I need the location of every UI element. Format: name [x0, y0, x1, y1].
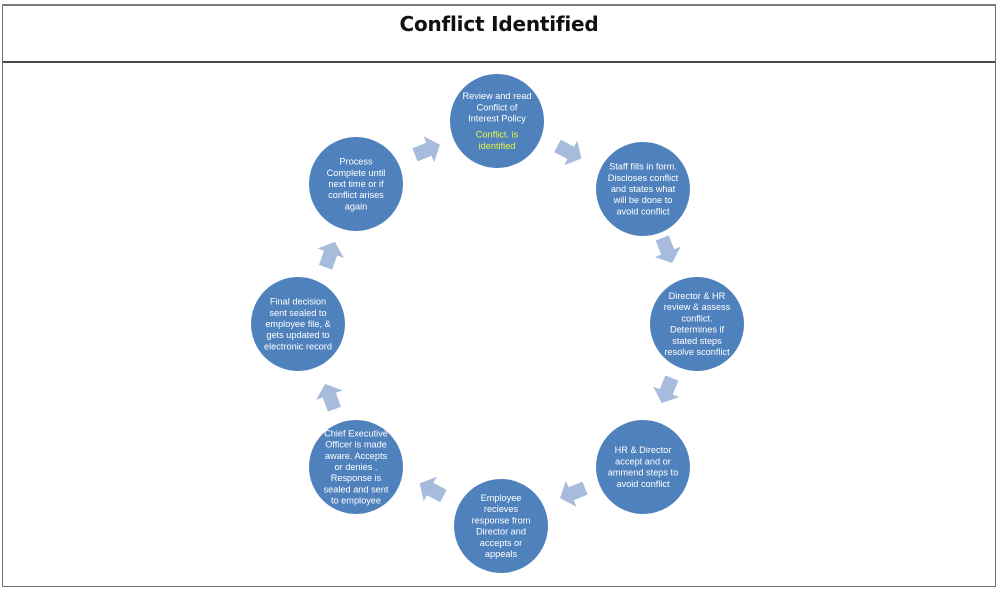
node-text-line: Determines if	[670, 325, 725, 335]
node-highlight-text: identified	[479, 141, 516, 151]
page-frame: Conflict Identified	[2, 4, 996, 587]
node-circle	[251, 277, 345, 371]
page-title: Conflict Identified	[399, 12, 599, 36]
node-text-line: HR & Director	[615, 445, 672, 455]
node-circle	[309, 137, 403, 231]
node-text-line: avoid conflict	[616, 206, 670, 216]
node-text-line: Process	[339, 157, 373, 167]
node-text-line: next time or if	[328, 179, 384, 189]
node-text-line: electronic record	[264, 341, 332, 351]
arrows-layer	[316, 136, 681, 507]
node-text-line: Conflict of	[477, 102, 518, 112]
node-text-line: Final decision	[270, 297, 326, 307]
node-text-line: Staff fills in form.	[609, 162, 677, 172]
node-text-line: recieves	[484, 504, 519, 514]
node-circle	[309, 420, 403, 514]
cycle-node-staff-fills-form: Staff fills in form.Discloses conflictan…	[596, 142, 690, 236]
node-text-line: again	[345, 201, 367, 211]
node-text-line: employee file, &	[265, 319, 330, 329]
cycle-arrow-icon	[412, 136, 440, 163]
node-text-line: conflict.	[681, 313, 712, 323]
cycle-arrow-icon	[317, 241, 344, 270]
node-circle	[450, 74, 544, 168]
node-text-line: Interest Policy	[468, 114, 526, 124]
node-text-line: response from	[472, 515, 531, 525]
title-row: Conflict Identified	[3, 6, 995, 63]
node-text-line: Director & HR	[669, 291, 726, 301]
node-text-line: Employee	[481, 493, 522, 503]
node-text-line: aware. Accepts	[325, 451, 388, 461]
node-circle	[650, 277, 744, 371]
cycle-arrow-icon	[419, 476, 447, 503]
cycle-arrow-icon	[554, 139, 582, 166]
node-text-line: conflict arises	[328, 190, 384, 200]
cycle-arrow-icon	[560, 480, 588, 507]
cycle-arrow-icon	[653, 375, 680, 403]
node-text-line: ammend steps to	[608, 468, 678, 478]
node-text-line: stated steps	[672, 336, 722, 346]
node-text-line: Response is	[331, 473, 382, 483]
node-text-line: accepts or	[480, 538, 522, 548]
node-text-line: or denies .	[335, 462, 378, 472]
cycle-arrow-icon	[654, 235, 681, 263]
node-text-line: to employee	[331, 496, 381, 506]
node-text-line: Discloses conflict	[608, 173, 679, 183]
node-text-line: Director and	[476, 527, 526, 537]
node-circle	[596, 142, 690, 236]
node-text-line: accept and or	[615, 456, 671, 466]
node-text-line: Complete until	[327, 168, 386, 178]
node-text-line: Officer is made	[325, 440, 387, 450]
node-text-line: Review and read	[463, 91, 532, 101]
node-text-line: will be done to	[613, 195, 673, 205]
node-text-line: Chief Executive	[324, 428, 388, 438]
node-text-line: and states what	[611, 184, 676, 194]
node-text-line: avoid conflict	[616, 479, 670, 489]
node-text-line: review & assess	[664, 302, 731, 312]
node-text-line: sealed and sent	[324, 484, 389, 494]
node-text-line: appeals	[485, 549, 518, 559]
node-circle	[454, 479, 548, 573]
node-text-line: sent sealed to	[269, 308, 326, 318]
node-text-line: gets updated to	[266, 330, 329, 340]
node-highlight-text: Conflict. is	[476, 130, 519, 140]
node-text-line: resolve sconflict	[664, 347, 730, 357]
node-circle	[596, 420, 690, 514]
cycle-arrow-icon	[316, 383, 343, 412]
